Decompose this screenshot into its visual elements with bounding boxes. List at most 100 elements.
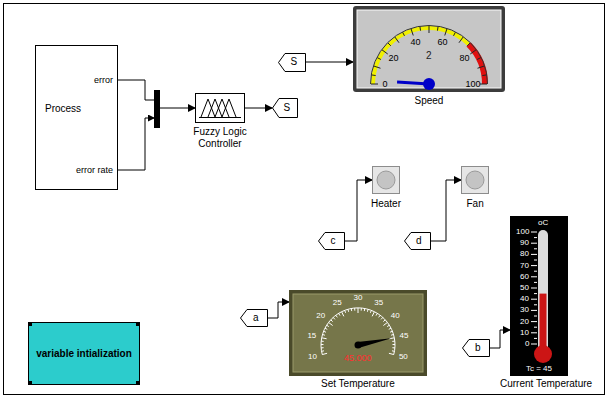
scale-arc [321,308,395,355]
node-tag: d [404,232,431,250]
lamp-shape [461,166,489,194]
node-tag: a [240,309,268,327]
gauge-tick [445,29,447,36]
scale-tick [531,288,537,289]
gauge-tick [419,27,421,31]
membership-curve [208,99,222,117]
scale-tick [534,293,537,294]
needle-hub [423,78,435,90]
selection-handle [28,381,32,385]
scale-tick [534,304,537,305]
lamp-art [461,166,489,194]
scale-tick [531,265,537,266]
signal-line [490,330,510,348]
scale-tick [347,309,349,311]
scale-number: 90 [520,238,529,248]
scale-tick [367,309,369,311]
gauge-tick [454,32,456,36]
scale-number: 100 [466,79,481,90]
scale-number: 30 [520,305,529,315]
node-text: a [253,312,259,324]
scale-tick [387,325,389,326]
scale-tick [531,332,537,333]
scale-tick [392,350,394,351]
scale-tick [391,334,393,336]
scale-number: 70 [520,261,529,271]
scale-tick [344,310,346,312]
gauge-tick [467,43,470,46]
speed-art [353,6,505,92]
scale-number: 20 [316,311,325,321]
scale-tick [370,310,372,312]
scale-tick [531,243,537,244]
scale-number: 40 [520,294,529,304]
gauge-tick [477,58,481,60]
scale-tick [321,341,323,342]
gauge-tick [478,66,485,68]
scale-number: 80 [520,249,529,259]
gauge-face [293,294,423,372]
lamp-bulb [466,171,484,189]
needle-hub [355,342,362,349]
node-text: Fan [467,198,484,210]
node-text: S [284,102,291,114]
gauge-face [357,10,501,88]
scale-tick [531,321,537,322]
error-rate-wire [118,118,154,170]
gauge-tick [480,84,487,85]
scale-tick [336,315,337,317]
scale-number: 100 [516,227,529,237]
node-therm: oCTc = 45Current Temperature [496,216,592,390]
scale-tick [389,337,394,339]
scale-tick [531,254,537,255]
scale-tick [534,271,537,272]
scale-tick [322,353,327,354]
node-text: error rate [76,165,113,176]
therm-art [510,216,568,376]
gauge-tick [437,27,439,31]
flc-art [195,93,245,123]
scale-tick [534,327,537,328]
tag-outline [279,54,306,72]
scale-tick [392,347,394,348]
lamp-bulb [377,171,395,189]
signal-line [118,80,195,108]
scale-tick [392,344,394,345]
mux-bar [154,90,160,128]
selection-handle [136,381,140,385]
node-text: variable intialization [33,348,135,360]
node-text: 45.000 [344,353,372,364]
node-speed: 2Speed [353,6,505,107]
gauge-needle [357,338,391,348]
node-tag: b [462,339,490,357]
scale-tick [364,309,365,311]
scale-number: 40 [410,37,420,48]
scale-tick [351,309,352,311]
scale-tick [372,312,374,316]
signal-line [306,62,353,63]
scale-tick [531,344,537,345]
scale-tick [534,316,537,317]
node-text: c [331,235,336,247]
gauge-tick [459,37,463,43]
scale-tick [534,282,537,283]
scale-tick [321,347,323,348]
axis-line [199,117,241,118]
scale-number: 15 [307,331,316,341]
scale-number: 30 [354,293,363,303]
mercury-column [540,294,547,354]
node-text: Process [45,103,81,115]
controller-outline [196,94,245,123]
flc-shape [195,93,245,123]
scale-tick [534,237,537,238]
scale-number: 25 [333,298,342,308]
scale-tick [322,337,327,339]
signal-line [345,180,372,241]
scale-tick [534,260,537,261]
node-tag: c [318,232,345,250]
node-text: S [291,56,298,68]
node-text: 2 [426,50,432,62]
frame-border [4,4,605,395]
membership-curve [201,99,215,117]
